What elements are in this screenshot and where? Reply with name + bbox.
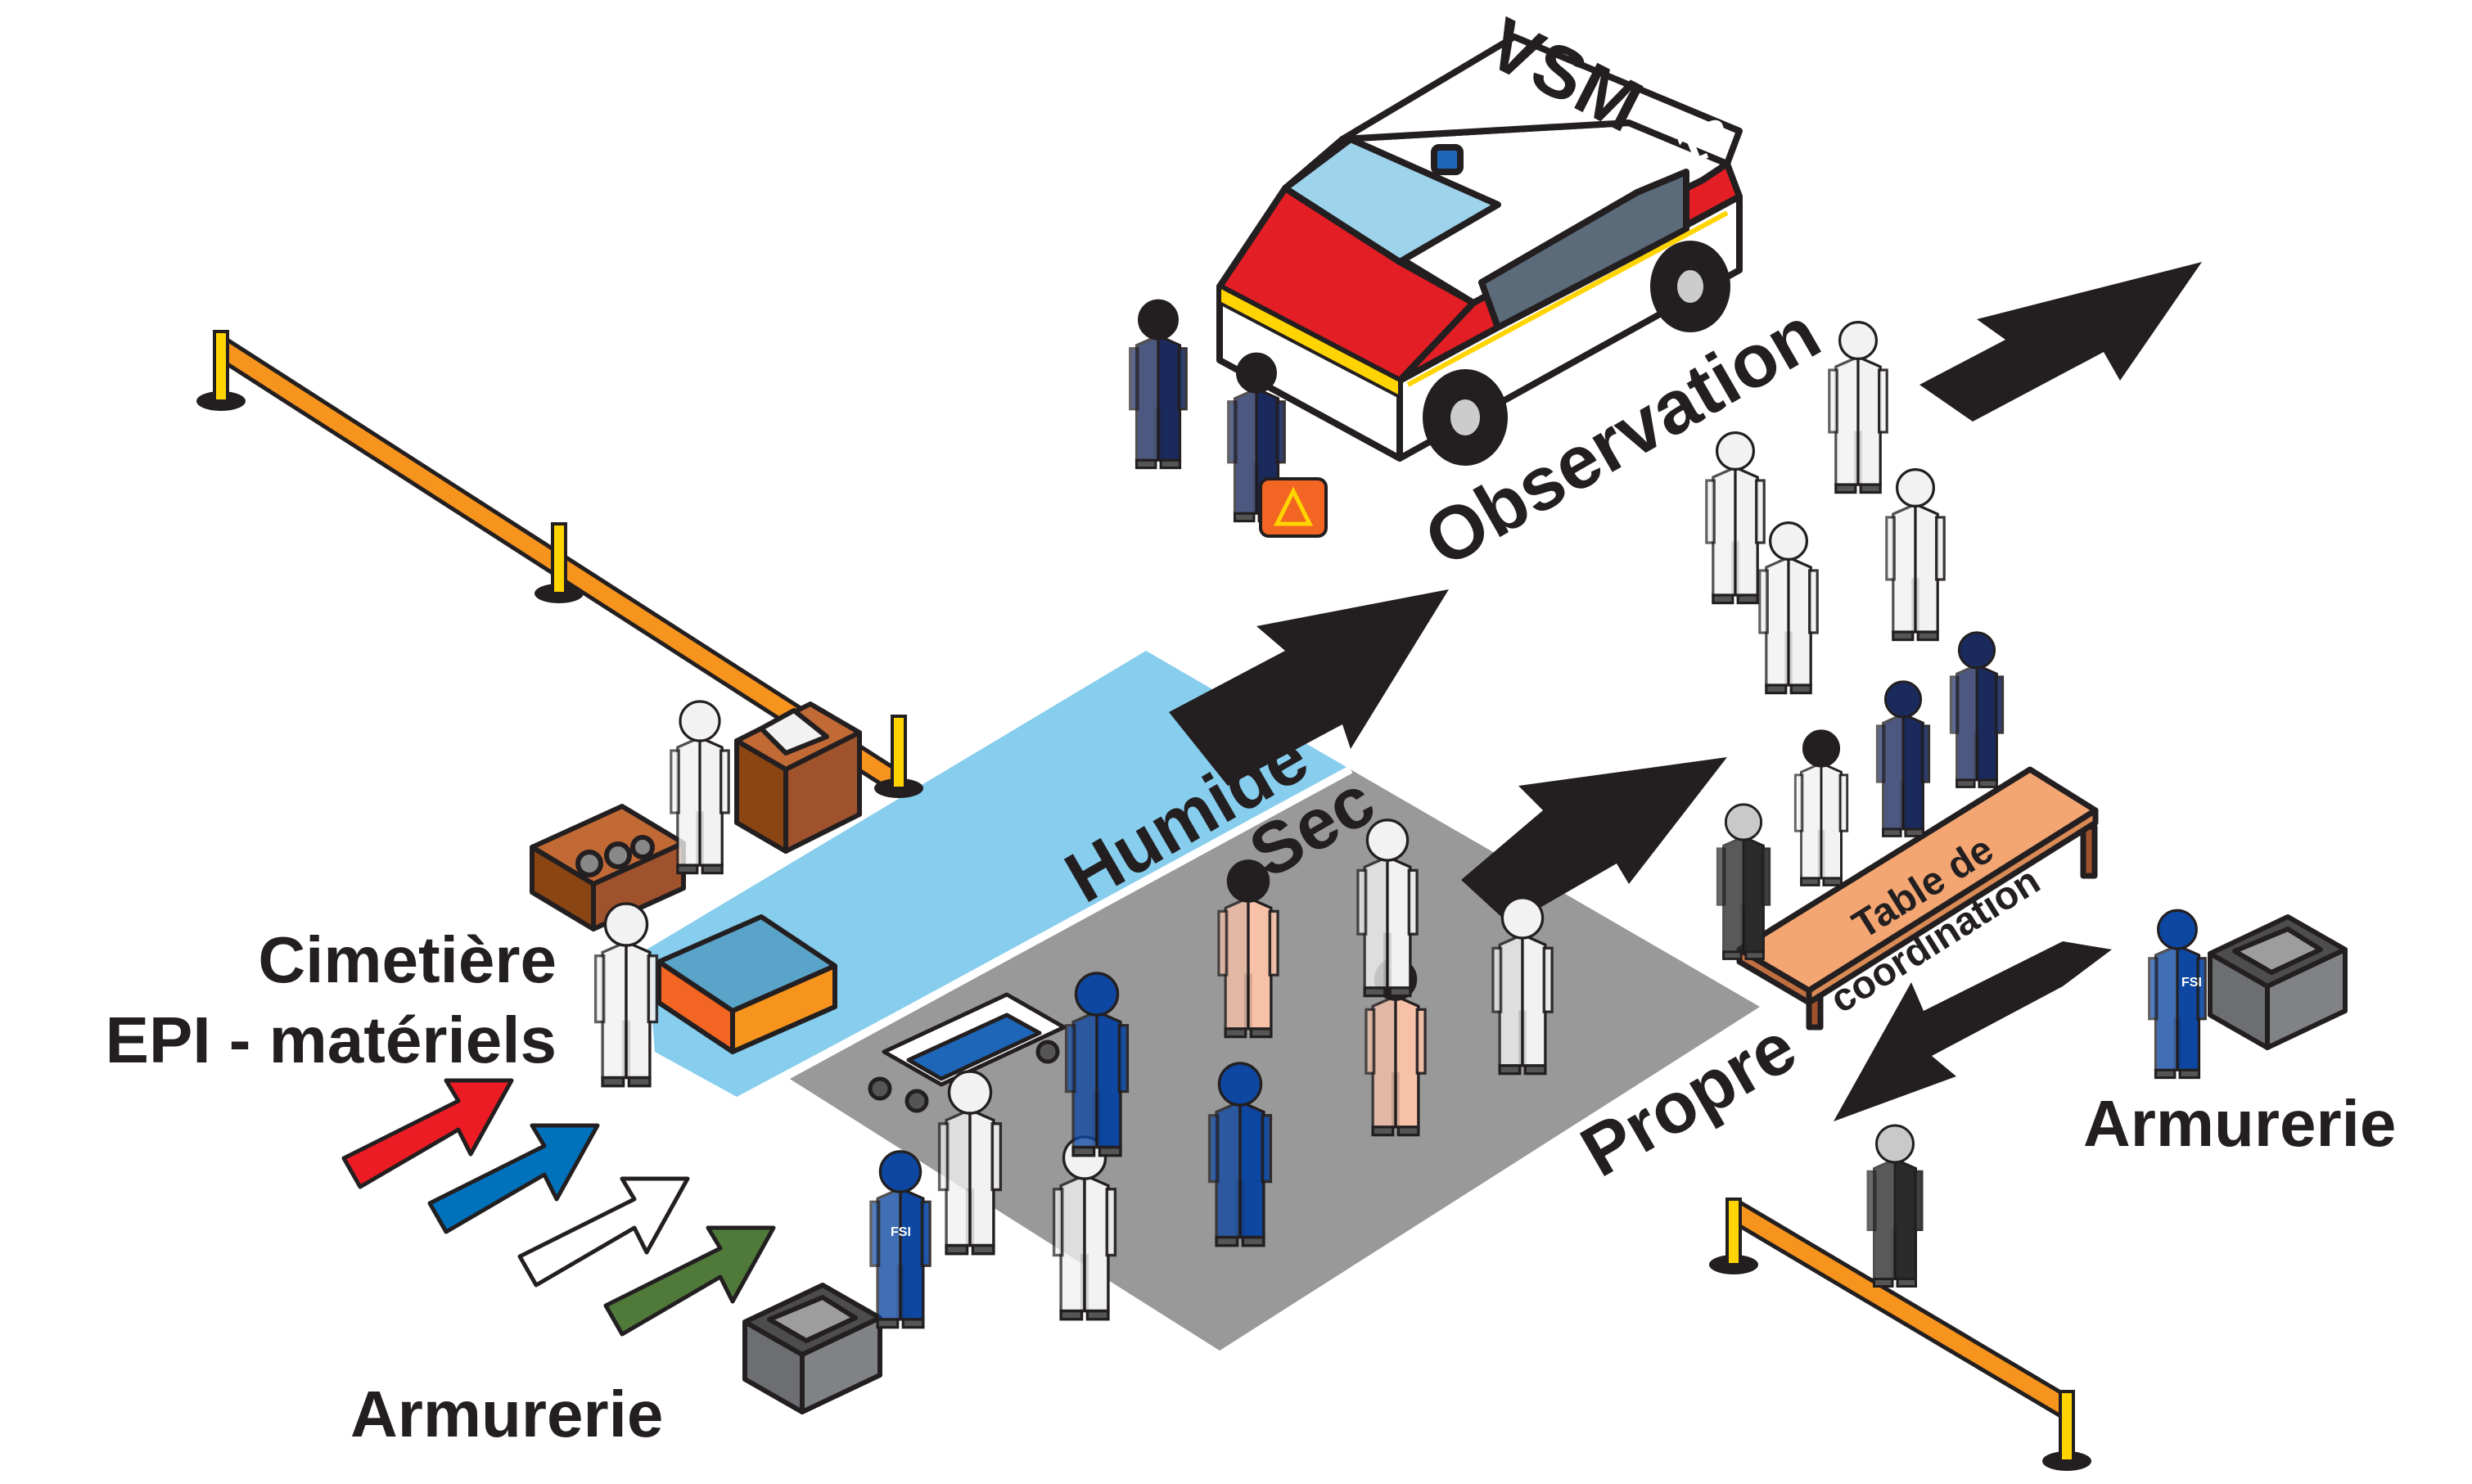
person-icon bbox=[1828, 320, 1888, 494]
armurerie-left-label: Armurerie bbox=[350, 1378, 663, 1450]
fsi-badge-left: FSI bbox=[891, 1225, 911, 1239]
stretcher-icon bbox=[868, 992, 1067, 1113]
fsi-badge-right: FSI bbox=[2181, 976, 2202, 990]
weapons-crate-icon bbox=[742, 1283, 882, 1414]
person-icon bbox=[1217, 859, 1279, 1039]
first-aid-bag-icon bbox=[1259, 477, 1328, 538]
person-icon bbox=[1793, 729, 1849, 886]
coordination-table bbox=[1736, 766, 2099, 1031]
barrier-post bbox=[2042, 1390, 2091, 1471]
barrier-post bbox=[196, 330, 246, 411]
weapons-crate-icon bbox=[2208, 914, 2348, 1050]
person-icon bbox=[593, 902, 659, 1088]
flow-arrow-icon bbox=[1919, 262, 2202, 422]
flow-arrows bbox=[1169, 262, 2202, 1121]
flow-arrow-icon bbox=[427, 1123, 600, 1234]
barrier-icon bbox=[196, 330, 923, 798]
people bbox=[593, 299, 2207, 1329]
person-icon bbox=[1129, 299, 1188, 470]
flow-arrow-icon bbox=[517, 1176, 690, 1288]
person-icon bbox=[670, 700, 730, 875]
person-icon bbox=[1885, 467, 1946, 642]
barrier-post bbox=[1709, 1198, 1758, 1274]
person-icon bbox=[937, 1070, 1003, 1256]
cimetiere-label-line1: Cimetière bbox=[258, 923, 557, 996]
person-icon bbox=[1716, 803, 1771, 960]
armurerie-right-label: Armurerie bbox=[2083, 1087, 2396, 1160]
person-icon bbox=[1875, 680, 1931, 837]
cardboard-box-icon bbox=[734, 701, 862, 854]
flow-arrow-icon bbox=[1461, 757, 1727, 925]
barrier-post bbox=[874, 715, 923, 798]
person-icon bbox=[1207, 1062, 1273, 1247]
flow-arrow-icon bbox=[341, 1078, 514, 1189]
decontamination-tray-icon bbox=[656, 914, 837, 1054]
person-icon bbox=[1949, 631, 2005, 788]
entry-arrows bbox=[341, 1078, 776, 1337]
person-icon bbox=[1758, 521, 1819, 695]
person-icon bbox=[1227, 352, 1286, 523]
barrier-post bbox=[535, 522, 584, 603]
cimetiere-label-line2: EPI - matériels bbox=[106, 1004, 557, 1076]
person-icon bbox=[1356, 819, 1419, 998]
barrier-icon bbox=[1709, 1198, 2091, 1471]
person-icon bbox=[869, 1150, 932, 1329]
flow-arrow-icon bbox=[1169, 589, 1449, 786]
person-icon bbox=[1705, 431, 1766, 605]
person-icon bbox=[1491, 896, 1554, 1076]
person-icon bbox=[1866, 1124, 1924, 1288]
flow-arrow-icon bbox=[1834, 941, 2112, 1121]
cardboard-box-icon bbox=[530, 804, 686, 931]
person-icon bbox=[1064, 972, 1130, 1157]
person-icon bbox=[2148, 909, 2207, 1080]
flow-arrow-icon bbox=[603, 1225, 776, 1337]
ambulance-van-icon bbox=[1216, 34, 1743, 466]
